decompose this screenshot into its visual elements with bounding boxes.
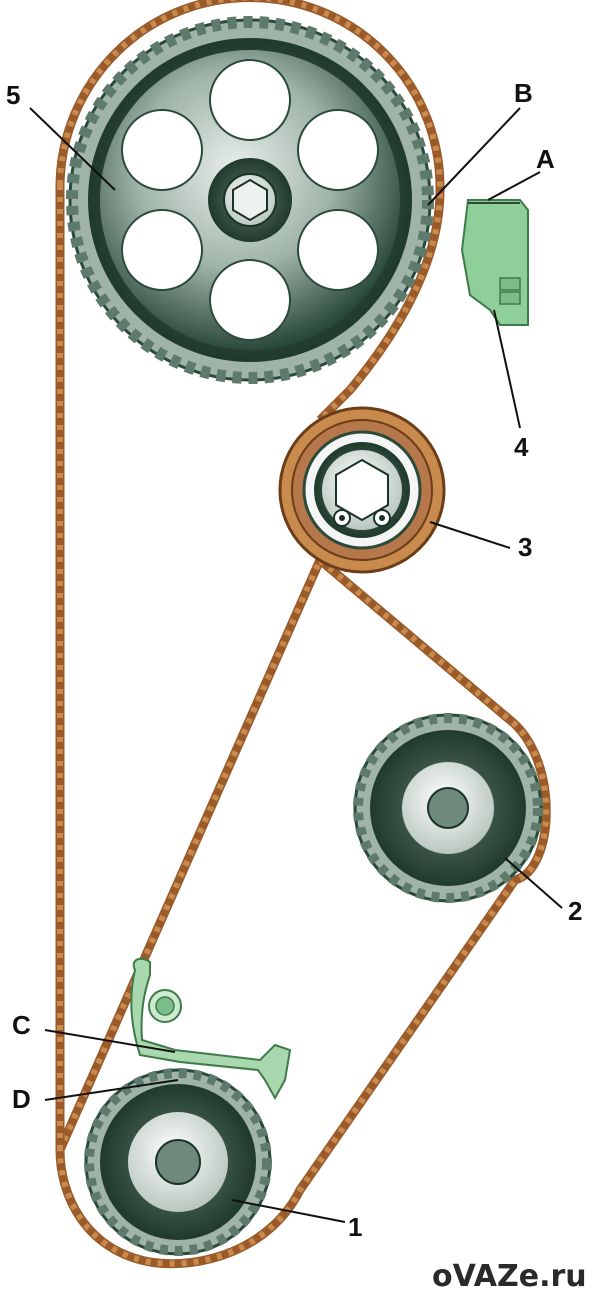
callout-2: 2 bbox=[568, 896, 582, 926]
callout-C: C bbox=[12, 1010, 31, 1040]
watermark: oVAZe.ru bbox=[432, 1259, 587, 1294]
rear-cover-mark-icon bbox=[460, 199, 529, 326]
oil-pump-cover-mark-icon bbox=[130, 957, 292, 1101]
crankshaft-pulley-icon bbox=[84, 1068, 272, 1256]
callout-1: 1 bbox=[348, 1212, 362, 1242]
callout-D: D bbox=[12, 1084, 31, 1114]
timing-belt bbox=[55, 0, 551, 1269]
callout-4: 4 bbox=[514, 432, 529, 462]
water-pump-pulley-icon bbox=[353, 713, 543, 903]
camshaft-pulley-icon bbox=[66, 16, 434, 384]
callout-B: B bbox=[514, 78, 533, 108]
leader-lines bbox=[29, 107, 563, 1223]
callout-3: 3 bbox=[518, 532, 532, 562]
tensioner-roller-icon bbox=[278, 406, 446, 574]
callout-5: 5 bbox=[6, 80, 20, 110]
callout-A: A bbox=[536, 144, 555, 174]
